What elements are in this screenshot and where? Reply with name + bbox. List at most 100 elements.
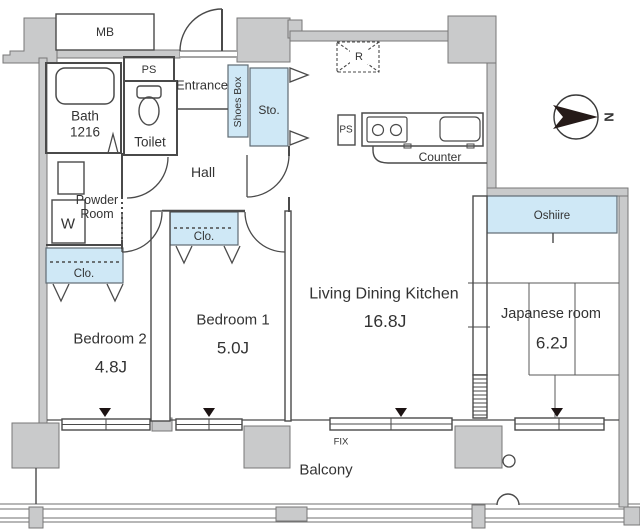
label-storage: Sto. [258,103,279,117]
label-shoes-box: Shoes Box [232,76,244,128]
toilet-tank [136,85,162,99]
label-closet-bedroom2: Clo. [74,268,94,280]
label-ps-bath: PS [142,64,157,76]
label-washer: W [61,216,76,233]
bedroom1-door-arc [244,211,286,253]
label-counter: Counter [419,150,462,164]
label-japanese-room: Japanese room [501,306,601,322]
closet2-door-mark-left [52,283,70,303]
rail-post-3 [471,504,486,529]
toilet-door-arc [126,156,169,199]
label-powder-2: Room [80,207,113,221]
shoes-box-area [227,64,249,138]
toilet-room [123,80,178,156]
triangle-japanese [551,408,563,417]
rail-post-1 [28,506,44,529]
bathtub [55,67,115,105]
bath-room [45,62,122,154]
ldk-japanese-wall [472,195,488,376]
compass-needle [553,105,598,129]
label-bedroom1-size: 5.0J [217,339,249,358]
label-bedroom2-size: 4.8J [95,358,127,377]
balcony-railing [0,493,640,523]
pillar-bottom-right [454,425,503,469]
washer-box [51,199,86,244]
wall-top-right [289,30,449,42]
washbasin [57,161,85,195]
storage-door-mark-bottom [289,130,310,146]
label-entrance: Entrance [176,78,228,93]
wall-hatch [473,378,487,416]
storage-door-mark-top [289,67,310,83]
label-bedroom1: Bedroom 1 [196,312,269,329]
label-ldk: Living Dining Kitchen [309,286,458,303]
ldk-japanese-wall-hatched [472,374,488,419]
balcony-drain-arc [496,493,520,506]
meter-box [55,13,155,51]
stove [366,116,408,143]
entrance-door-arc [179,8,223,52]
storage-area [249,67,289,147]
closet1-door-mark-left [175,245,193,265]
label-bedroom2: Bedroom 2 [73,331,146,348]
bedroom1-ldk-wall [284,210,292,422]
burner-2 [389,123,403,137]
pillar-entrance [236,17,291,63]
triangle-bedroom2 [99,408,111,417]
entrance-threshold [180,50,237,58]
door-markers [52,67,310,303]
balcony-drain [502,454,516,468]
compass: N [553,94,617,140]
pillar-top-left [2,17,58,64]
label-bath-size: 1216 [70,125,100,140]
pillar-bottom-left [11,422,60,469]
label-japanese-room-size: 6.2J [536,334,568,353]
label-ldk-size: 16.8J [364,311,407,331]
storage-areas [45,64,618,284]
closet2-door-mark-right [106,283,124,303]
kitchen-unit [361,112,484,147]
pillar-bottom-middle [243,425,291,469]
wall-oshiire-top [486,187,629,197]
bath-door-mark [107,131,119,154]
oshiire-area [486,195,618,234]
labels: MB PS Bath 1216 Toilet Entrance Shoes Bo… [61,25,601,479]
label-closet-bedroom1: Clo. [194,231,214,243]
label-fridge: R [355,51,363,63]
window-bedroom1 [175,418,243,431]
label-mb: MB [96,25,114,39]
counter-outline [372,146,487,164]
pillar-top-right [447,15,497,64]
bedroom-divider-wall [150,210,171,422]
label-toilet: Toilet [134,135,166,150]
rail-post-4 [623,506,640,526]
label-balcony: Balcony [299,462,353,479]
window-japanese [514,417,605,431]
wall-right-upper [486,62,497,197]
burner-1 [371,123,385,137]
toilet-bowl [138,96,160,126]
window-markers [99,408,563,417]
label-hall: Hall [191,164,215,180]
label-oshiire: Oshiire [534,210,570,222]
triangle-ldk [395,408,407,417]
closet-bedroom2-area [45,247,124,284]
label-ps-kitchen: PS [339,125,353,136]
sink [439,116,481,142]
kitchen-ps-box [337,114,356,146]
window-ldk [329,417,453,431]
window-bedroom2 [61,418,151,431]
windows [61,417,605,431]
bedroom2-door-arc [121,211,163,253]
closet1-door-mark-right [223,245,241,265]
label-fix: FIX [334,437,349,448]
interior [35,8,619,504]
wall-right-lower [618,195,629,508]
compass-north-label: N [602,112,617,121]
tatami-lines [487,282,619,418]
triangle-bedroom1 [203,408,215,417]
label-powder-1: Powder [76,193,118,207]
label-bath: Bath [71,109,99,124]
